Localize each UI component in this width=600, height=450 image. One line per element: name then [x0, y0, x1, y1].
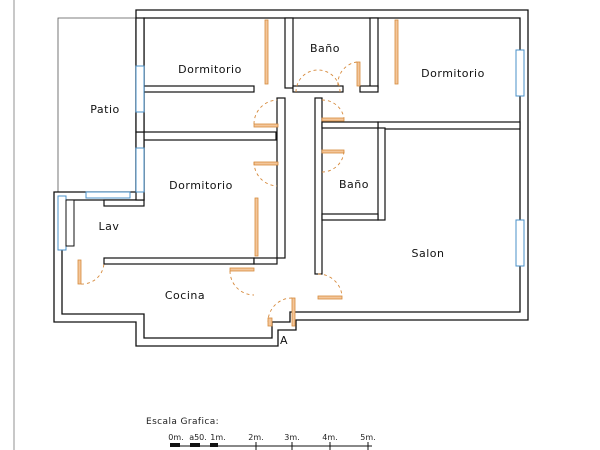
- door-leaf-bano-1: [356, 61, 361, 87]
- window-dormitorio3-right: [515, 49, 525, 97]
- scale-tick-4: 3m.: [284, 433, 299, 442]
- window-patio-bottom: [85, 191, 131, 199]
- door-leaf-corridor-3: [253, 161, 279, 166]
- door-leaf-dormitorio-3: [394, 19, 399, 85]
- window-salon-right: [515, 219, 525, 267]
- door-leaf-salon: [317, 295, 343, 300]
- door-leaf-lav: [77, 259, 82, 285]
- room-label-bano-2: Baño: [339, 178, 369, 191]
- door-leaf-dormitorio-2: [254, 197, 259, 257]
- scale-tick-5: 4m.: [322, 433, 337, 442]
- door-leaf-bano-2: [321, 149, 345, 154]
- room-label-dormitorio-1: Dormitorio: [178, 63, 242, 76]
- entrance-label: A: [280, 334, 288, 347]
- door-leaf-corridor-2: [321, 117, 345, 122]
- scale-tick-1: a50.: [189, 433, 207, 442]
- room-label-dormitorio-3: Dormitorio: [421, 67, 485, 80]
- lav-sink: [65, 199, 75, 247]
- scale-tick-6: 5m.: [360, 433, 375, 442]
- room-label-lav: Lav: [99, 220, 120, 233]
- scale-tick-3: 2m.: [248, 433, 263, 442]
- room-label-dormitorio-2: Dormitorio: [169, 179, 233, 192]
- room-label-cocina: Cocina: [165, 289, 205, 302]
- interior-walls: [103, 17, 521, 275]
- room-label-bano-1: Baño: [310, 42, 340, 55]
- scale-tick-0: 0m.: [168, 433, 183, 442]
- scale-bar-segment-2: [190, 443, 200, 447]
- doors: [77, 19, 399, 327]
- door-leaf-entrance-2: [267, 317, 273, 327]
- door-leaf-dormitorio-1: [264, 19, 269, 85]
- window-lav-left: [57, 195, 67, 251]
- scale-bar-segment-1: [170, 443, 180, 447]
- door-leaf-corridor-1: [253, 123, 279, 128]
- door-leaf-entrance: [291, 297, 296, 327]
- door-leaf-cocina: [229, 267, 255, 272]
- windows: [57, 49, 525, 267]
- room-label-patio: Patio: [90, 103, 119, 116]
- scale-tick-2: 1m.: [210, 433, 225, 442]
- scale-bar-segment-3: [210, 443, 218, 447]
- graphic-scale: Escala Grafica: 0m. a50. 1m. 2m. 3m. 4m.…: [146, 417, 376, 450]
- window-dormitorio-left: [135, 65, 145, 113]
- window-dormitorio2-left: [135, 147, 145, 193]
- room-label-salon: Salon: [412, 247, 445, 260]
- scale-title: Escala Grafica:: [146, 417, 219, 427]
